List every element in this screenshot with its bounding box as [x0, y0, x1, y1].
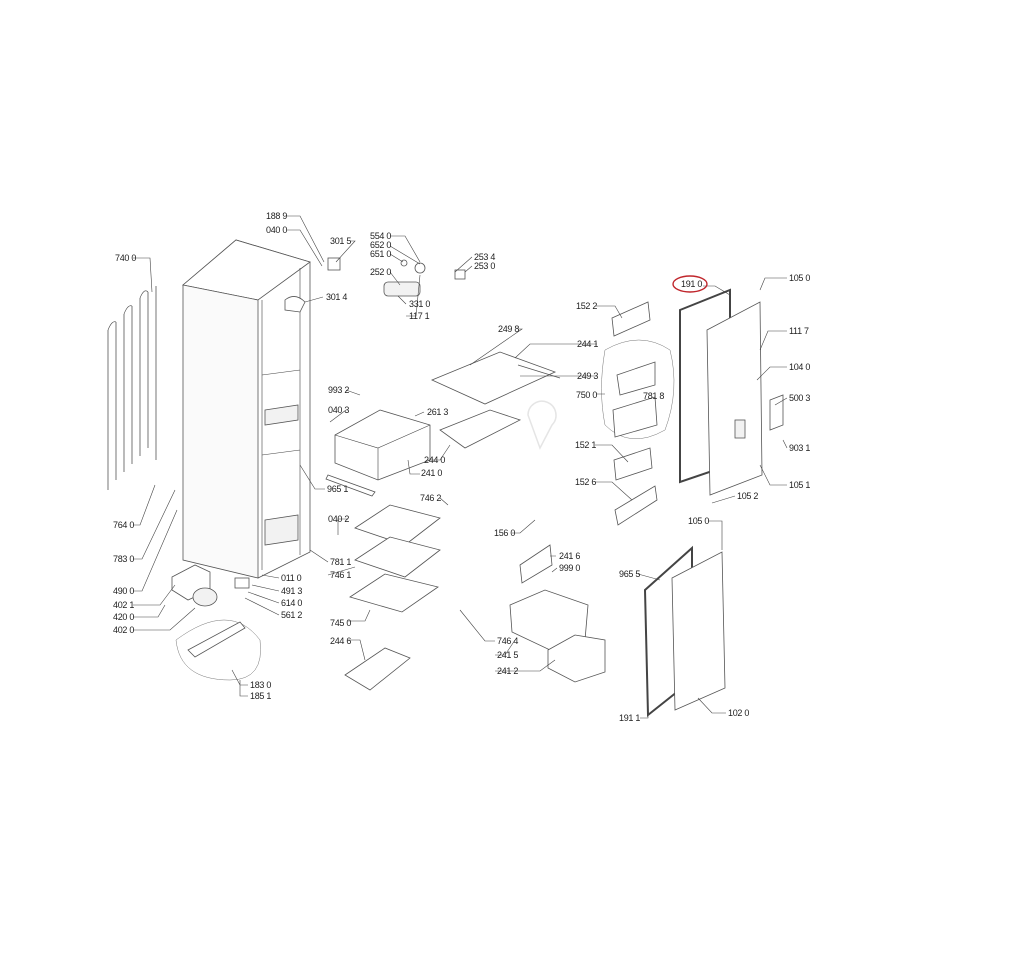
part-label: 745 0 [330, 618, 351, 628]
freezer-door [643, 545, 726, 718]
part-label: 105 1 [789, 480, 810, 490]
part-label: 740 0 [115, 253, 136, 263]
part-label: 253 0 [474, 261, 495, 271]
compressor-area [171, 564, 261, 681]
shelves [344, 351, 561, 691]
part-label: 244 1 [577, 339, 598, 349]
part-label: 420 0 [113, 612, 134, 622]
part-label: 152 2 [576, 301, 597, 311]
door-bins [601, 301, 675, 526]
crisper-drawer [325, 409, 431, 497]
part-label: 652 0 [370, 240, 391, 250]
part-label: 040 3 [328, 405, 349, 415]
part-label: 249 3 [577, 371, 598, 381]
part-label: 993 2 [328, 385, 349, 395]
part-label: 185 1 [250, 691, 271, 701]
part-label: 554 0 [370, 231, 391, 241]
part-label: 781 8 [643, 391, 664, 401]
part-label: 152 1 [575, 440, 596, 450]
part-label: 903 1 [789, 443, 810, 453]
part-label: 040 0 [266, 225, 287, 235]
part-label: 252 0 [370, 267, 391, 277]
part-label: 500 3 [789, 393, 810, 403]
part-label: 402 1 [113, 600, 134, 610]
part-label: 561 2 [281, 610, 302, 620]
part-label: 783 0 [113, 554, 134, 564]
part-label: 104 0 [789, 362, 810, 372]
part-label: 764 0 [113, 520, 134, 530]
part-label: 965 5 [619, 569, 640, 579]
part-label: 651 0 [370, 249, 391, 259]
part-label: 040 2 [328, 514, 349, 524]
part-label: 491 3 [281, 586, 302, 596]
part-label: 102 0 [728, 708, 749, 718]
part-label: 301 5 [330, 236, 351, 246]
part-label: 781 1 [330, 557, 351, 567]
part-label: 490 0 [113, 586, 134, 596]
part-label: 614 0 [281, 598, 302, 608]
watermark-logo [527, 400, 557, 450]
part-label: 261 3 [427, 407, 448, 417]
part-label: 191 1 [619, 713, 640, 723]
freezer-baskets [349, 504, 441, 613]
part-label-highlighted: 191 0 [681, 279, 702, 289]
part-label: 253 4 [474, 252, 495, 262]
part-label: 241 6 [559, 551, 580, 561]
part-label: 746 2 [420, 493, 441, 503]
control-parts [284, 257, 466, 313]
part-label: 301 4 [326, 292, 347, 302]
part-label: 241 5 [497, 650, 518, 660]
cabinet [182, 239, 311, 579]
part-label: 244 0 [424, 455, 445, 465]
part-label: 241 2 [497, 666, 518, 676]
part-label: 746 1 [330, 570, 351, 580]
freezer-drawers [509, 544, 606, 683]
part-label: 111 7 [789, 326, 809, 336]
fridge-door [679, 288, 784, 496]
part-label: 152 6 [575, 477, 596, 487]
part-label: 105 0 [688, 516, 709, 526]
part-label: 402 0 [113, 625, 134, 635]
part-label: 156 0 [494, 528, 515, 538]
part-label: 746 4 [497, 636, 518, 646]
part-label: 241 0 [421, 468, 442, 478]
part-label: 105 0 [789, 273, 810, 283]
part-label: 750 0 [576, 390, 597, 400]
highlight-ring [672, 275, 708, 293]
part-label: 183 0 [250, 680, 271, 690]
part-label: 117 1 [409, 311, 430, 321]
condenser-coil [107, 286, 157, 490]
part-label: 188 9 [266, 211, 287, 221]
part-label: 249 8 [498, 324, 519, 334]
part-label: 105 2 [737, 491, 758, 501]
part-label: 999 0 [559, 563, 580, 573]
part-label: 244 6 [330, 636, 351, 646]
part-label: 011 0 [281, 573, 302, 583]
leader-lines [133, 215, 788, 719]
part-label: 965 1 [327, 484, 348, 494]
part-label: 331 0 [409, 299, 430, 309]
